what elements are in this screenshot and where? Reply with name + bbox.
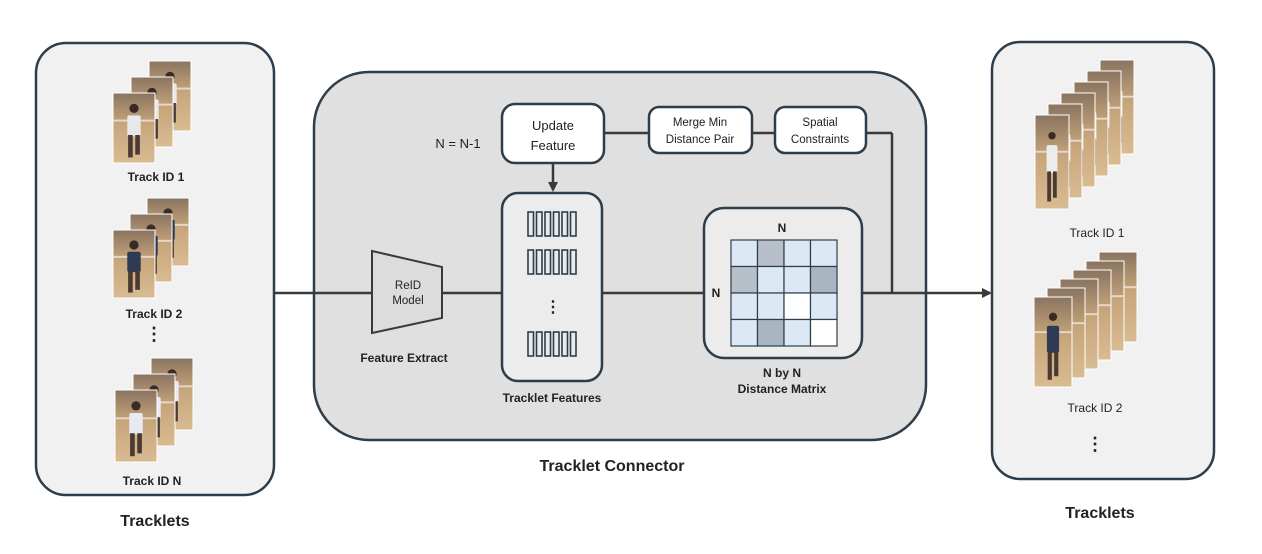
matrix-cell [730, 292, 759, 321]
connector-caption: Tracklet Connector [540, 458, 685, 475]
feature-cell [544, 331, 552, 357]
feature-cell [544, 211, 552, 237]
left-panel-caption: Tracklets [120, 513, 189, 530]
feature-cell [527, 211, 535, 237]
matrix-cell [730, 318, 759, 347]
matrix-cell [756, 292, 785, 321]
reid-label: Model [392, 295, 423, 307]
track-label: Track ID 2 [1068, 401, 1123, 415]
update-feature-label: Feature [531, 138, 576, 153]
reid-model-trapezoid [371, 249, 443, 335]
tracklet-frames-stack [1033, 251, 1138, 388]
merge-label: Merge Min [673, 117, 727, 129]
matrix-caption: N by N [763, 366, 801, 380]
feature-cell [561, 331, 569, 357]
vertical-ellipsis: ⋮ [145, 324, 163, 344]
matrix-top-label: N [778, 221, 787, 235]
merge-min-distance-box [647, 105, 754, 155]
reid-label: ReID [395, 280, 421, 292]
feature-cell [535, 211, 543, 237]
vertical-ellipsis: ⋮ [1086, 434, 1104, 454]
matrix-cell [809, 318, 838, 347]
tracklet-frame [112, 229, 156, 299]
matrix-caption: Distance Matrix [738, 382, 827, 396]
track-label: Track ID 1 [128, 170, 185, 184]
feature-vectors [527, 211, 577, 357]
feature-extract-caption: Feature Extract [360, 351, 447, 365]
spatial-constraints-box [773, 105, 868, 155]
tracklet-frames-stack [114, 357, 194, 463]
track-label: Track ID 2 [126, 307, 183, 321]
features-ellipsis: ⋮ [545, 299, 561, 316]
tracklet-frames-stack [112, 197, 190, 299]
spatial-label: Spatial [802, 117, 837, 129]
update-feature-label: Update [532, 118, 574, 133]
feature-cell [552, 249, 560, 275]
feature-cell [569, 331, 577, 357]
feature-cell [527, 249, 535, 275]
distance-matrix-grid [730, 239, 838, 347]
tracklet-frames-stack [112, 60, 192, 164]
feature-cell [535, 249, 543, 275]
right-panel-caption: Tracklets [1065, 505, 1134, 522]
matrix-cell [756, 318, 785, 347]
feature-cell [544, 249, 552, 275]
matrix-cell [783, 265, 812, 294]
track-label: Track ID 1 [1070, 226, 1125, 240]
matrix-cell [756, 239, 785, 268]
tracklet-frame [114, 389, 158, 463]
tracklet-frames-stack [1034, 59, 1135, 210]
feature-cell [527, 331, 535, 357]
feature-cell [569, 211, 577, 237]
feature-cell [552, 211, 560, 237]
tracklet-features-caption: Tracklet Features [503, 391, 602, 405]
matrix-cell [783, 292, 812, 321]
feature-cell [561, 211, 569, 237]
matrix-cell [809, 239, 838, 268]
matrix-side-label: N [712, 286, 721, 300]
feature-cell [552, 331, 560, 357]
matrix-cell [756, 265, 785, 294]
feature-cell [535, 331, 543, 357]
feature-cell [569, 249, 577, 275]
counter-label: N = N-1 [435, 136, 480, 151]
matrix-cell [730, 265, 759, 294]
feature-cell [561, 249, 569, 275]
matrix-cell [809, 265, 838, 294]
update-feature-box [500, 102, 606, 165]
matrix-cell [809, 292, 838, 321]
track-label: Track ID N [123, 474, 182, 488]
tracklet-frame [1034, 114, 1070, 210]
tracklet-frame [1033, 296, 1073, 388]
merge-label: Distance Pair [666, 134, 735, 146]
tracklet-features-box [500, 191, 604, 383]
matrix-cell [783, 318, 812, 347]
tracklet-frame [112, 92, 156, 164]
matrix-cell [730, 239, 759, 268]
spatial-label: Constraints [791, 134, 849, 146]
matrix-cell [783, 239, 812, 268]
